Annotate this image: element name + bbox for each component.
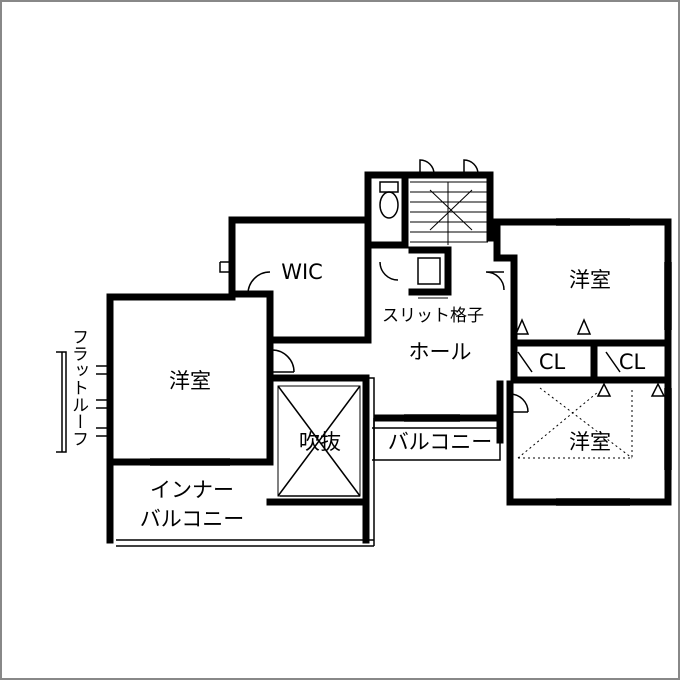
label-cl-1: CL <box>539 350 566 374</box>
label-fukinuke: 吹抜 <box>299 430 341 454</box>
label-hall: ホール <box>409 340 472 364</box>
label-youshitsu-right-top: 洋室 <box>569 268 611 292</box>
label-inner-balcony-line2: バルコニー <box>140 507 245 531</box>
label-youshitsu-right-bottom: 洋室 <box>569 430 611 454</box>
label-inner-balcony-line1: インナー <box>150 478 234 502</box>
label-youshitsu-left: 洋室 <box>169 369 211 393</box>
label-cl-2: CL <box>619 350 646 374</box>
details <box>56 159 672 547</box>
label-balcony: バルコニー <box>388 430 493 454</box>
label-slit-lattice: スリット格子 <box>382 306 484 326</box>
label-wic: WIC <box>281 260 323 284</box>
label-flat-roof: フラットルーフ <box>68 328 88 447</box>
